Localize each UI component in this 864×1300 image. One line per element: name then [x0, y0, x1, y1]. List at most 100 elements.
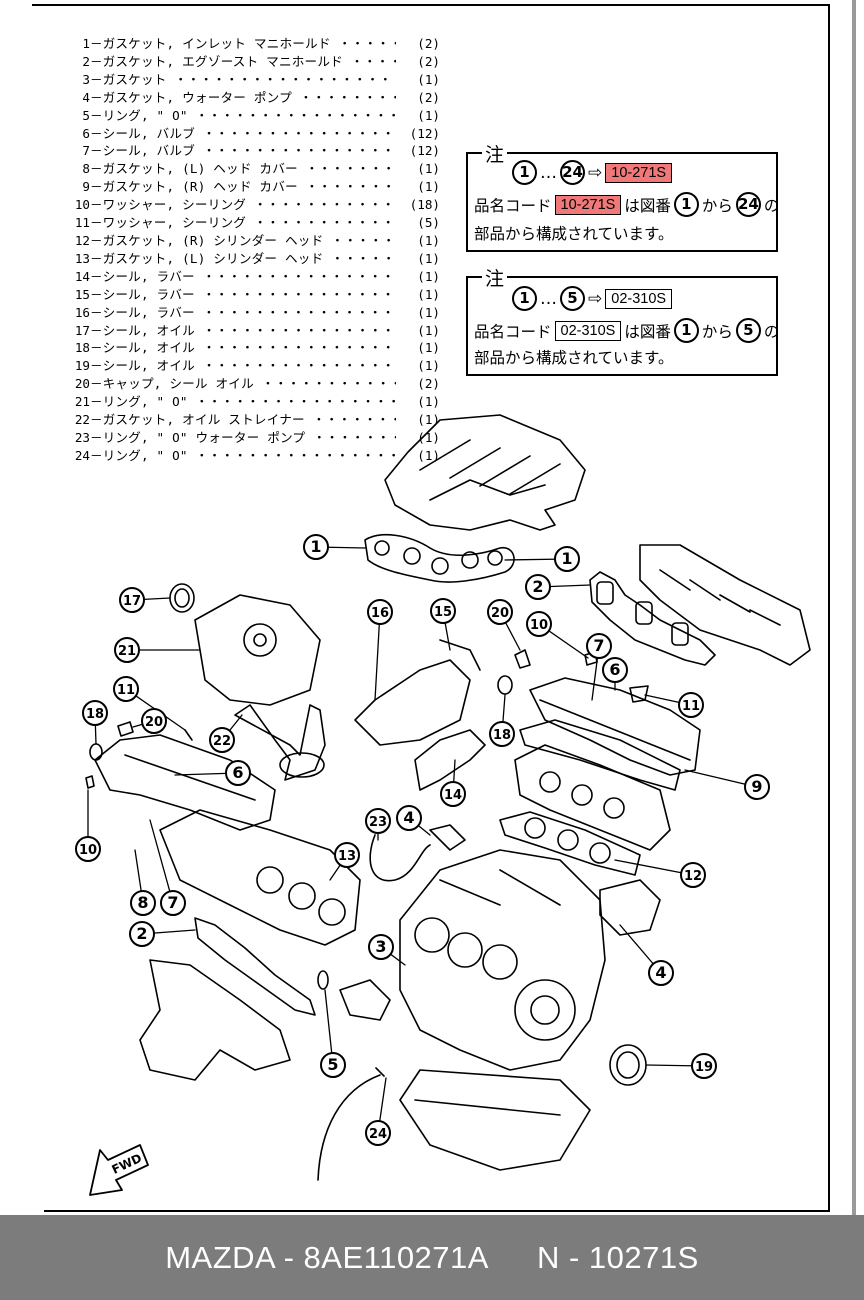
- part-quantity: (1): [396, 231, 440, 250]
- part-dash: －: [90, 268, 103, 284]
- range-end-callout: 5: [735, 318, 761, 343]
- note-box-2: 注 1 … 5 ⇨ 02-310S 品名コード 02-310S は図番 1 から…: [466, 264, 779, 376]
- part-row: 10－ワッシャー, シーリング(18): [60, 196, 440, 215]
- callout-circle: [744, 774, 770, 800]
- callout-number: 18: [86, 707, 104, 722]
- callout-number: 8: [137, 893, 148, 912]
- callout-circle: [440, 781, 466, 807]
- part-row: 1－ガスケット, インレット マニホールド(2): [60, 35, 440, 53]
- callout-circle: [586, 633, 612, 659]
- part-name: シール, バルブ: [103, 142, 396, 160]
- callout-circle: [396, 805, 422, 831]
- part-dash: －: [90, 322, 103, 338]
- part-row: 24－リング, " O"(1): [60, 446, 440, 465]
- callout-circle: [680, 862, 706, 888]
- part-quantity: (5): [396, 214, 440, 232]
- arrow-icon: ⇨: [588, 288, 603, 309]
- part-quantity: (1): [396, 446, 440, 465]
- part-quantity: (1): [396, 70, 440, 89]
- part-dash: －: [90, 447, 103, 463]
- callout-number: 10: [79, 843, 97, 858]
- frame-top-border: [32, 4, 830, 6]
- part-quantity: (12): [396, 124, 440, 143]
- part-number: 10: [74, 197, 90, 213]
- part-number: 9: [82, 179, 90, 195]
- callout-circle: [365, 1120, 391, 1146]
- part-name: リング, " O" ウォーター ポンプ: [103, 429, 396, 447]
- scan-edge: [852, 0, 856, 1215]
- part-dash: －: [90, 412, 103, 428]
- part-name: キャップ, シール オイル: [103, 375, 396, 393]
- part-dash: －: [90, 286, 103, 302]
- kara-text: から: [701, 322, 733, 341]
- fwd-label: FWD: [110, 1151, 144, 1177]
- footer-part-number: MAZDA - 8AE110271A: [165, 1239, 489, 1275]
- callout-number: 7: [167, 893, 178, 912]
- callout-number: 16: [371, 606, 389, 621]
- part-number: 22: [74, 412, 90, 428]
- callout-number: 4: [655, 963, 666, 982]
- part-dash: －: [90, 161, 103, 177]
- exploded-engine-diagram: 1122344566778910101111121314151617181819…: [75, 414, 811, 1196]
- range-ellipsis: …: [540, 162, 557, 183]
- part-row: 14－シール, ラバー(1): [60, 267, 440, 286]
- callout-circle: [525, 574, 551, 600]
- part-dash: －: [90, 304, 103, 320]
- note-label: 注: [482, 264, 508, 291]
- kit-code-box-inline: 02-310S: [554, 320, 622, 341]
- part-number: 24: [74, 447, 90, 463]
- callout-circle: [113, 676, 139, 702]
- callout-circle: [554, 546, 580, 572]
- range-end-callout: 24: [560, 160, 585, 185]
- part-dash: －: [90, 107, 103, 123]
- part-row: 11－ワッシャー, シーリング(5): [60, 214, 440, 232]
- part-number: 21: [74, 394, 90, 410]
- part-number: 14: [74, 268, 90, 284]
- callout-number: 7: [593, 636, 604, 655]
- part-name: シール, オイル: [103, 357, 396, 375]
- part-dash: －: [90, 36, 103, 51]
- part-name: シール, ラバー: [103, 286, 396, 304]
- callout-leader-line: [374, 611, 381, 701]
- callout-circle: [691, 1053, 717, 1079]
- part-number: 5: [82, 107, 90, 123]
- part-quantity: (1): [396, 321, 440, 340]
- part-dash: －: [90, 250, 103, 266]
- part-name: ガスケット, エグゾースト マニホールド: [103, 53, 396, 71]
- callout-number: 19: [695, 1060, 713, 1075]
- range-start-callout: 1: [512, 160, 537, 185]
- part-dash: －: [90, 394, 103, 410]
- callout-number: 17: [123, 594, 141, 609]
- callout-circle: [225, 760, 251, 786]
- part-number: 4: [82, 89, 90, 105]
- part-dash: －: [90, 358, 103, 374]
- no-text: の: [763, 196, 780, 215]
- callout-circle: [82, 700, 108, 726]
- part-quantity: (1): [396, 303, 440, 322]
- range-ellipsis: …: [540, 288, 557, 309]
- callout-circle: [602, 657, 628, 683]
- part-quantity: (12): [396, 142, 440, 161]
- part-row: 3－ガスケット(1): [60, 70, 440, 89]
- part-row: 15－シール, ラバー(1): [60, 285, 440, 304]
- callout-circle: [160, 890, 186, 916]
- callout-circle: [141, 708, 167, 734]
- kit-code-box-inline: 10-271S: [554, 194, 622, 215]
- part-quantity: (1): [396, 178, 440, 197]
- callout-circle: [130, 890, 156, 916]
- engine-parts-drawing: [85, 414, 811, 1181]
- part-dash: －: [90, 429, 103, 445]
- part-number: 13: [74, 250, 90, 266]
- part-row: 2－ガスケット, エグゾースト マニホールド(2): [60, 52, 440, 71]
- part-dash: －: [90, 53, 103, 69]
- part-name: ガスケット, (L) ヘッド カバー: [103, 160, 396, 178]
- part-number: 15: [74, 286, 90, 302]
- part-quantity: (1): [396, 428, 440, 447]
- callout-number: 13: [338, 849, 356, 864]
- callout-circle: [368, 934, 394, 960]
- callout-number: 6: [232, 763, 243, 782]
- part-name: ガスケット, オイル ストレイナー: [103, 411, 396, 429]
- part-name: ワッシャー, シーリング: [103, 196, 396, 214]
- part-number: 3: [82, 71, 90, 87]
- fwd-arrow-icon: FWD: [89, 1144, 149, 1196]
